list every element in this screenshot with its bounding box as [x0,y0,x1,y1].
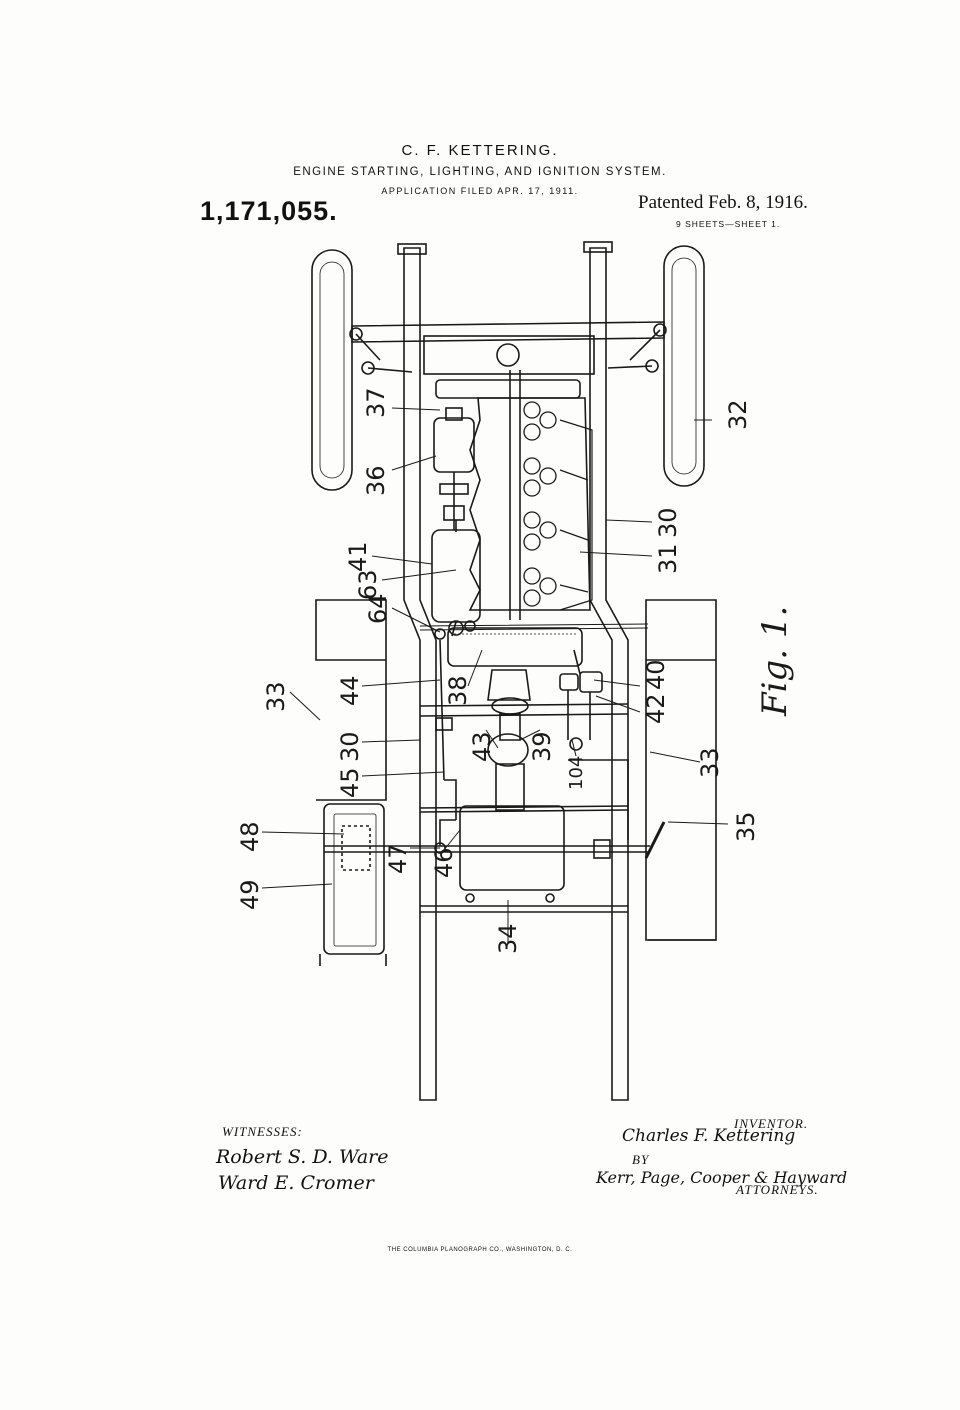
ref-36: 36 [362,465,390,496]
ref-41: 41 [344,541,372,572]
ref-31: 31 [654,543,682,574]
ref-44: 44 [336,675,364,706]
ref-33-right: 33 [696,747,724,778]
frame-rail-left [403,247,437,1101]
ref-104: 104 [566,756,587,790]
ref-38: 38 [444,675,472,706]
ref-45: 45 [336,767,364,798]
frame-rail-right [589,247,629,1101]
ref-30-lower: 30 [336,731,364,762]
front-wheel-left [311,249,353,491]
ref-37: 37 [362,387,390,418]
ref-40: 40 [642,659,670,690]
attorneys-signature: Kerr, Page, Cooper & Hayward [596,1168,848,1187]
ref-47: 47 [384,843,412,874]
ref-35: 35 [732,811,760,842]
front-axle [351,321,665,343]
ref-32: 32 [724,399,752,430]
flywheel-38 [447,627,583,667]
witnesses-label: WITNESSES: [222,1124,303,1139]
ref-63: 63 [354,569,382,600]
application-filed: APPLICATION FILED APR. 17, 1911. [381,186,579,196]
lamp-48 [341,825,371,871]
front-wheel-right [663,245,705,487]
ref-33-left: 33 [262,681,290,712]
battery-box-34 [459,805,565,891]
attorneys-label: ATTORNEYS. [736,1182,819,1197]
ref-39: 39 [528,731,556,762]
witness-signature-2: Ward E. Cromer [218,1172,374,1194]
ref-34: 34 [494,923,522,954]
ref-30-upper: 30 [654,507,682,538]
figure-caption: Fig. 1. [755,606,795,717]
lamp-49 [323,803,385,955]
patented-date: Patented Feb. 8, 1916. [638,192,808,213]
inventor-label: INVENTOR. [734,1116,809,1131]
ref-42: 42 [642,693,670,724]
patent-title: ENGINE STARTING, LIGHTING, AND IGNITION … [293,166,667,178]
rear-axle [324,845,650,853]
sheet-count: 9 SHEETS—SHEET 1. [676,219,781,229]
ref-43: 43 [468,731,496,762]
generator-36 [433,417,475,473]
inventor-signature: Charles F. Kettering [622,1126,796,1146]
body-block-left [315,599,387,801]
witness-signature-1: Robert S. D. Ware [216,1146,389,1168]
by-label: BY [632,1152,650,1167]
ref-48: 48 [236,821,264,852]
printer-footer: THE COLUMBIA PLANOGRAPH CO., WASHINGTON,… [387,1247,573,1253]
radiator [423,335,595,375]
ref-46: 46 [430,847,458,878]
engine-block [468,397,591,611]
ref-64: 64 [364,593,392,624]
inventor-heading: C. F. KETTERING. [401,142,559,159]
ref-49: 49 [236,879,264,910]
patent-number: 1,171,055. [200,196,338,226]
